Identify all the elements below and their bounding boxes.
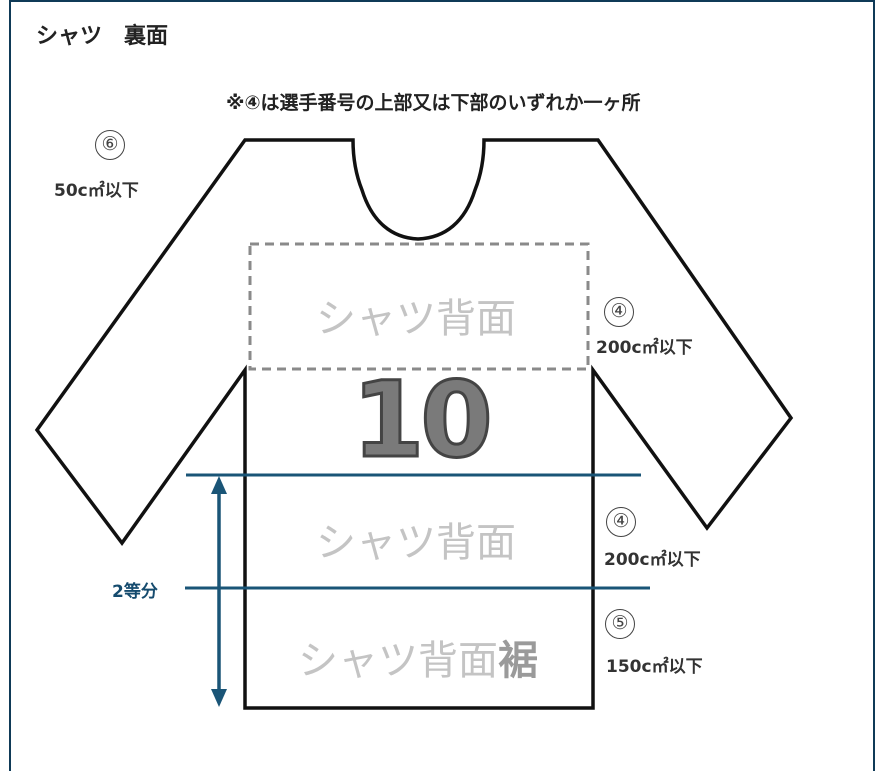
sleeve-limit: 50c㎡以下 <box>54 181 139 201</box>
upper-zone-marker: ④ <box>604 297 634 327</box>
measure-arrow-head-top <box>211 476 227 494</box>
upper-zone-limit: 200c㎡以下 <box>596 338 693 358</box>
hem-zone-label: シャツ背面裾 <box>298 628 538 686</box>
frame-border <box>9 0 875 771</box>
sleeve-marker: ⑥ <box>95 130 125 160</box>
lower-zone-limit: 200c㎡以下 <box>604 550 701 570</box>
upper-zone-label: シャツ背面 <box>316 296 516 342</box>
placement-note: ※④は選手番号の上部又は下部のいずれか一ヶ所 <box>226 92 641 114</box>
hem-zone-label-text: シャツ背面 <box>298 638 498 684</box>
upper-dashed-zone <box>248 242 590 371</box>
page-title: シャツ 裏面 <box>36 24 169 49</box>
lower-zone-label: シャツ背面 <box>316 520 516 566</box>
hem-zone-marker: ⑤ <box>605 609 635 639</box>
lower-zone-marker: ④ <box>606 507 636 537</box>
player-number: 10 <box>351 359 495 481</box>
divider-label: 2等分 <box>112 582 158 602</box>
shirt-outline <box>34 138 794 710</box>
measure-arrow-head-bottom <box>211 689 227 707</box>
hem-zone-limit: 150c㎡以下 <box>606 657 703 677</box>
hem-zone-label-bold: 裾 <box>498 638 538 684</box>
